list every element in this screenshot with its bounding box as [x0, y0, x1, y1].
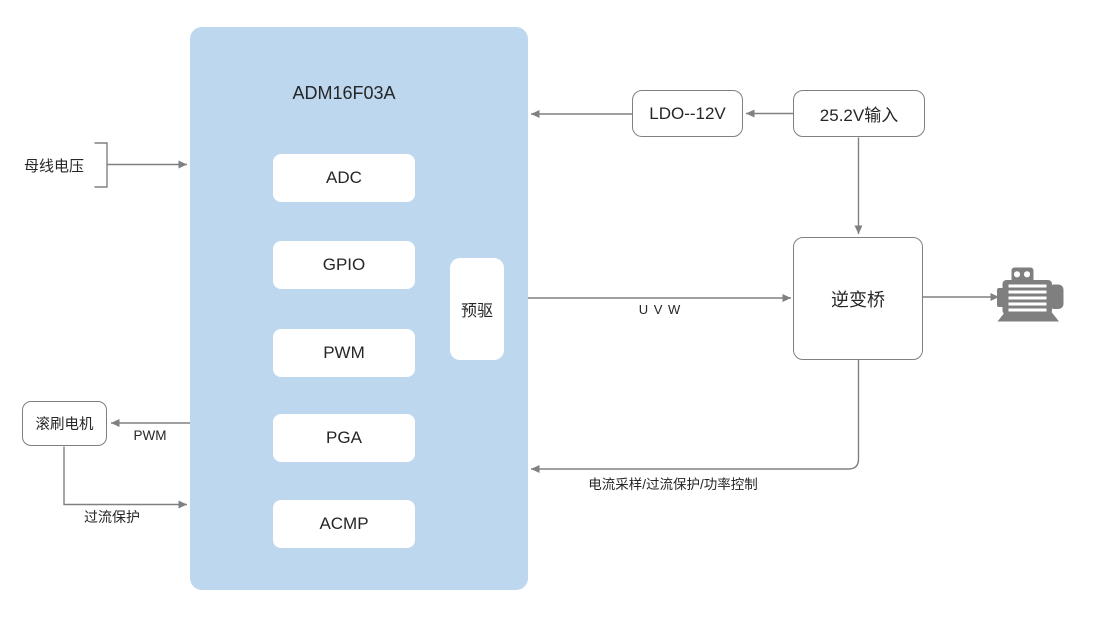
power-input-node: 25.2V输入	[793, 90, 925, 137]
feedback-wire-label: 电流采样/过流保护/功率控制	[588, 477, 758, 492]
chip-title: ADM16F03A	[292, 83, 396, 103]
uvw-wire-label: U V W	[638, 302, 682, 317]
module-pwm: PWM	[273, 329, 415, 377]
bus-voltage-bracket	[94, 142, 108, 188]
main-chip-block: ADM16F03A ADC GPIO PWM PGA ACMP 预驱	[190, 27, 528, 590]
motor-icon	[997, 267, 1064, 322]
module-predriver: 预驱	[450, 258, 504, 360]
overcurrent-wire-brush-motor-to-chip	[63, 446, 187, 509]
module-pga: PGA	[273, 414, 415, 462]
bus-voltage-label: 母线电压	[24, 158, 85, 175]
module-adc: ADC	[273, 154, 415, 202]
brush-motor-node: 滚刷电机	[22, 401, 107, 446]
pwm-wire-label: PWM	[133, 428, 167, 443]
overcurrent-wire-label: 过流保护	[84, 509, 140, 525]
feedback-wire	[531, 360, 860, 473]
module-acmp: ACMP	[273, 500, 415, 548]
module-gpio: GPIO	[273, 241, 415, 289]
inverter-bridge-node: 逆变桥	[793, 237, 923, 360]
ldo-node: LDO--12V	[632, 90, 743, 137]
